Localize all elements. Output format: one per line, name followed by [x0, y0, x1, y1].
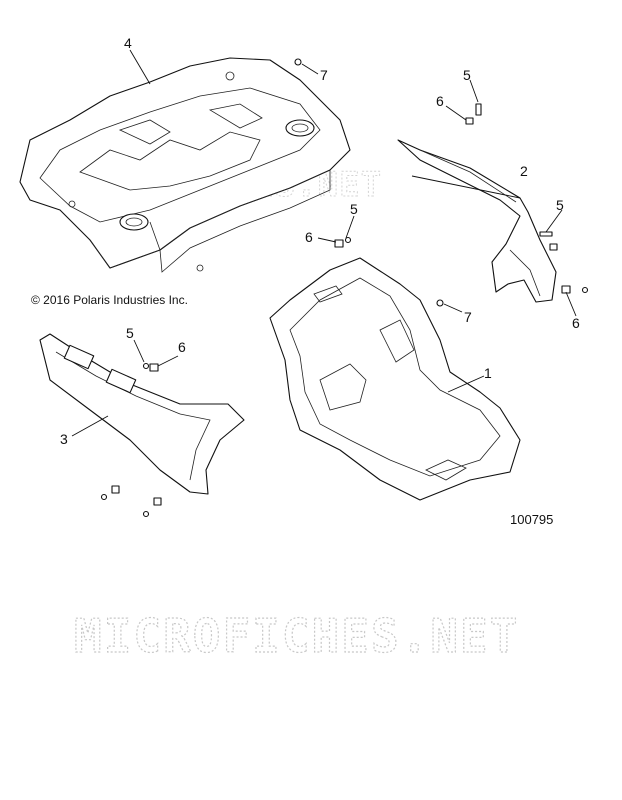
fasteners — [100, 58, 589, 518]
part-3-side-panel — [39, 333, 245, 495]
part-1-cargo-tub — [269, 257, 521, 501]
callout-2: 2 — [520, 163, 528, 179]
callout-5: 5 — [463, 67, 471, 83]
callout-6: 6 — [178, 339, 186, 355]
callout-5: 5 — [350, 201, 358, 217]
watermark-bottom: MICROFICHES.NET — [74, 609, 519, 663]
callout-3: 3 — [60, 431, 68, 447]
callout-7: 7 — [464, 309, 472, 325]
callout-4: 4 — [124, 35, 132, 51]
callout-6: 6 — [305, 229, 313, 245]
callout-5: 5 — [126, 325, 134, 341]
callout-1: 1 — [484, 365, 492, 381]
part-2-side-panel — [397, 139, 557, 303]
part-4-cargo-floor — [19, 57, 351, 273]
reference-number: 100795 — [510, 512, 553, 527]
callout-6: 6 — [436, 93, 444, 109]
copyright-text: © 2016 Polaris Industries Inc. — [31, 293, 188, 307]
callout-7: 7 — [320, 67, 328, 83]
leader-lines — [71, 49, 577, 437]
callout-6: 6 — [572, 315, 580, 331]
callout-5: 5 — [556, 197, 564, 213]
